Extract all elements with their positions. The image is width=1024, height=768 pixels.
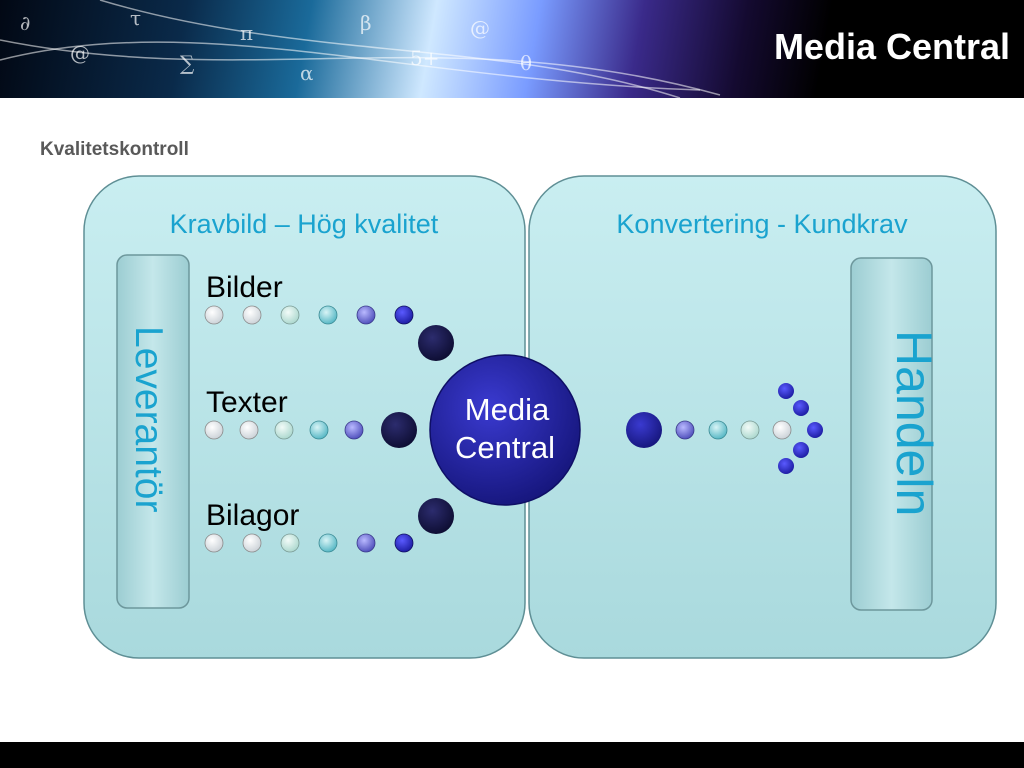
retail-bar <box>850 257 933 611</box>
dot <box>778 383 794 399</box>
dot <box>772 420 792 440</box>
output-stream-dots <box>626 412 792 448</box>
dot <box>204 305 224 325</box>
dot <box>242 533 262 553</box>
dot <box>204 420 224 440</box>
stream-dots-texter <box>204 412 417 448</box>
dot <box>309 420 329 440</box>
supplier-label: Leverantör <box>127 326 170 512</box>
stream-label-bilder: Bilder <box>206 271 283 304</box>
svg-text:5+: 5+ <box>410 46 439 70</box>
dot <box>708 420 728 440</box>
dot <box>318 305 338 325</box>
right-panel-title: Konvertering - Kundkrav <box>616 209 908 239</box>
media-central-hub <box>429 354 581 506</box>
dot <box>274 420 294 440</box>
dot <box>740 420 760 440</box>
header-title: Media Central <box>773 26 1010 67</box>
svg-text:α: α <box>300 61 314 85</box>
dot <box>344 420 364 440</box>
dot <box>778 458 794 474</box>
stream-label-bilagor: Bilagor <box>206 499 299 532</box>
left-panel-title: Kravbild – Hög kvalitet <box>170 209 439 239</box>
node <box>381 412 417 448</box>
svg-text:@: @ <box>70 41 90 65</box>
dot <box>204 533 224 553</box>
footer-bar <box>0 742 1024 768</box>
dot <box>242 305 262 325</box>
dot <box>239 420 259 440</box>
dot <box>394 305 414 325</box>
hub-label-line1: Media <box>465 392 550 427</box>
hub-label-line2: Central <box>455 430 555 465</box>
math-symbols-artwork: ∂ @ τ ∑ π α β 5+ @ θ <box>0 0 721 98</box>
stream-label-texter: Texter <box>206 386 288 419</box>
dot <box>318 533 338 553</box>
stream-dots-bilagor <box>204 498 454 553</box>
svg-text:θ: θ <box>520 51 532 75</box>
arrow-head-dots <box>778 383 823 474</box>
dot <box>793 442 809 458</box>
dot <box>356 305 376 325</box>
dot <box>394 533 414 553</box>
dot <box>793 400 809 416</box>
svg-text:τ: τ <box>130 6 141 30</box>
svg-text:@: @ <box>470 16 490 40</box>
svg-text:π: π <box>240 21 253 45</box>
node <box>418 325 454 361</box>
dot <box>675 420 695 440</box>
dot <box>807 422 823 438</box>
node <box>418 498 454 534</box>
svg-text:β: β <box>360 11 372 35</box>
header-banner: ∂ @ τ ∑ π α β 5+ @ θ Media Central <box>0 0 1024 98</box>
node <box>626 412 662 448</box>
slide-subtitle: Kvalitetskontroll <box>40 139 189 160</box>
dot <box>280 533 300 553</box>
retail-label: Handeln <box>886 330 942 516</box>
stream-dots-bilder <box>204 305 454 361</box>
supplier-bar <box>116 254 190 609</box>
dot <box>280 305 300 325</box>
svg-text:∑: ∑ <box>180 51 195 75</box>
svg-text:∂: ∂ <box>20 11 30 35</box>
dot <box>356 533 376 553</box>
